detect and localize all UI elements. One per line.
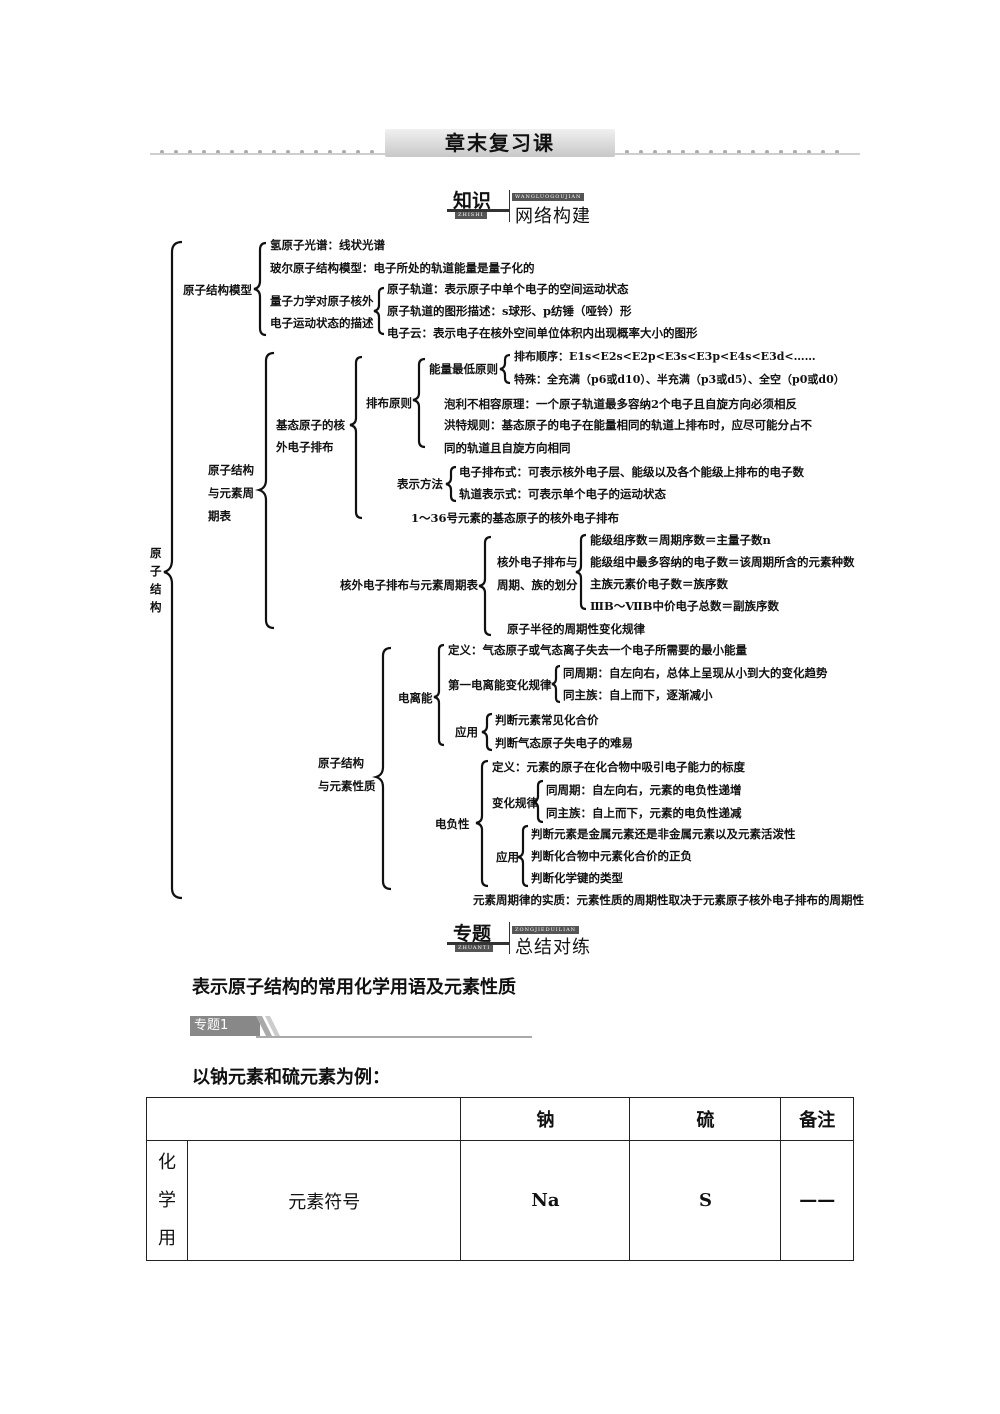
map-model-label: 原子结构模型: [183, 283, 252, 297]
map-periodic-label: 原子结构: [208, 463, 254, 477]
map-node: 同周期：自左向右，元素的电负性递增: [546, 783, 742, 797]
section-tag-bar: [447, 942, 509, 945]
map-node: 应用: [496, 850, 519, 864]
map-node: 氢原子光谱：线状光谱: [270, 238, 385, 252]
map-node: 排布原则: [366, 396, 412, 410]
map-root: 原 子 结 构: [150, 546, 162, 614]
section-tag-pinyin: ZONGJIEDUILIAN: [512, 926, 580, 934]
map-node: 电子云：表示电子在核外空间单位体积内出现概率大小的图形: [387, 326, 698, 340]
map-node: 玻尔原子结构模型：电子所处的轨道能量是量子化的: [270, 261, 535, 275]
map-node: 能级组中最多容纳的电子数＝该周期所含的元素种数: [590, 555, 855, 569]
map-node: 特殊：全充满（p6或d10）、半充满（p3或d5）、全空（p0或d0）: [514, 373, 845, 386]
section-tag-main: 知识: [453, 190, 492, 212]
map-node: 洪特规则：基态原子的电子在能量相同的轨道上排布时，应尽可能分占不: [444, 418, 812, 432]
map-node: 能量最低原则: [429, 362, 498, 376]
section-tag-subtitle: 总结对练: [515, 937, 591, 958]
map-node: 同主族：自上而下，元素的电负性递减: [546, 806, 742, 820]
map-node: 泡利不相容原理：一个原子轨道最多容纳2个电子且自旋方向必须相反: [444, 397, 797, 411]
header-line-left: [150, 153, 385, 155]
map-node: 外电子排布: [276, 440, 334, 454]
map-node: 排布顺序：E1s<E2s<E2p<E3s<E3p<E4s<E3d<……: [514, 350, 816, 363]
section-tag-pinyin: ZHUANTI: [455, 944, 494, 952]
table-group-label: 化 学 用: [146, 1140, 188, 1261]
map-node: 判断化学键的类型: [531, 871, 623, 885]
map-node: 电负性: [435, 817, 470, 831]
section-tag-divider: [509, 922, 510, 954]
map-node: 电子运动状态的描述: [270, 316, 374, 330]
map-node: 同主族：自上而下，逐渐减小: [563, 688, 713, 702]
table-header-cell: 备注: [780, 1097, 854, 1141]
table-header-cell: [145, 1097, 462, 1141]
table-header-row: 钠 硫 备注: [145, 1097, 854, 1141]
element-table: 钠 硫 备注 化 学 用 元素符号 Na S ——: [145, 1097, 854, 1261]
map-node: 能级组序数＝周期序数＝主量子数n: [590, 533, 771, 547]
table-header-cell: 钠: [460, 1097, 631, 1141]
section-tag-subtitle: 网络构建: [515, 206, 591, 227]
map-node: 应用: [455, 725, 478, 739]
section-tag-divider: [509, 190, 510, 222]
table-cell: 元素符号: [186, 1140, 462, 1261]
map-node: 原子半径的周期性变化规律: [507, 622, 645, 636]
map-node: 1～36号元素的基态原子的核外电子排布: [411, 511, 620, 525]
table-cell: S: [629, 1140, 782, 1261]
map-node: 判断化合物中元素化合价的正负: [531, 849, 692, 863]
map-node: 变化规律: [492, 796, 538, 810]
map-node: 判断气态原子失电子的难易: [495, 736, 633, 750]
section-tag-pinyin: ZHISHI: [455, 211, 487, 219]
intro-text: 以钠元素和硫元素为例：: [192, 1067, 390, 1088]
topic-label-decoration: [256, 1016, 532, 1038]
section-tag-pinyin: WANGLUOGOUJIAN: [512, 193, 585, 201]
map-node: 电子排布式：可表示核外电子层、能级以及各个能级上排布的电子数: [459, 465, 804, 479]
map-node: 原子轨道：表示原子中单个电子的空间运动状态: [387, 282, 629, 296]
map-node: 定义：元素的原子在化合物中吸引电子能力的标度: [492, 760, 745, 774]
map-node: 同周期：自左向右，总体上呈现从小到大的变化趋势: [563, 666, 828, 680]
map-node: 原子轨道的图形描述：s球形、p纺锤（哑铃）形: [387, 304, 632, 318]
map-node: 量子力学对原子核外: [270, 294, 374, 308]
table-cell: Na: [460, 1140, 631, 1261]
chapter-title: 章末复习课: [385, 129, 615, 157]
map-periodic-label: 期表: [208, 509, 231, 523]
map-node: 基态原子的核: [276, 418, 345, 432]
map-node: 第一电离能变化规律: [448, 678, 552, 692]
map-node: 判断元素常见化合价: [495, 713, 599, 727]
map-node: 判断元素是金属元素还是非金属元素以及元素活泼性: [531, 827, 796, 841]
map-property-label: 与元素性质: [318, 779, 376, 793]
map-node: 核外电子排布与元素周期表: [340, 578, 478, 592]
map-node: 元素周期律的实质：元素性质的周期性取决于元素原子核外电子排布的周期性: [473, 893, 864, 907]
table-header-cell: 硫: [629, 1097, 782, 1141]
map-node: 同的轨道且自旋方向相同: [444, 441, 571, 455]
section-tag-bar: [447, 209, 509, 212]
map-node: 定义：气态原子或气态离子失去一个电子所需要的最小能量: [448, 643, 747, 657]
map-node: 轨道表示式：可表示单个电子的运动状态: [459, 487, 666, 501]
map-node: 电离能: [398, 691, 433, 705]
map-node: ⅢB～ⅦB中价电子总数＝副族序数: [590, 599, 779, 613]
map-node: 主族元素价电子数＝族序数: [590, 577, 728, 591]
map-node: 周期、族的划分: [497, 578, 578, 592]
table-cell: ——: [780, 1140, 854, 1261]
topic-heading: 表示原子结构的常用化学用语及元素性质: [192, 977, 516, 998]
map-property-label: 原子结构: [318, 756, 364, 770]
section-tag-main: 专题: [453, 923, 492, 945]
map-node: 表示方法: [397, 477, 443, 491]
header-dots-left: [160, 149, 374, 155]
header-line-right: [615, 153, 860, 155]
topic-label: 专题1: [190, 1016, 260, 1036]
header-dots-right: [625, 149, 839, 155]
table-row: 化 学 用 元素符号 Na S ——: [146, 1140, 854, 1261]
map-node: 核外电子排布与: [497, 555, 578, 569]
map-periodic-label: 与元素周: [208, 486, 254, 500]
